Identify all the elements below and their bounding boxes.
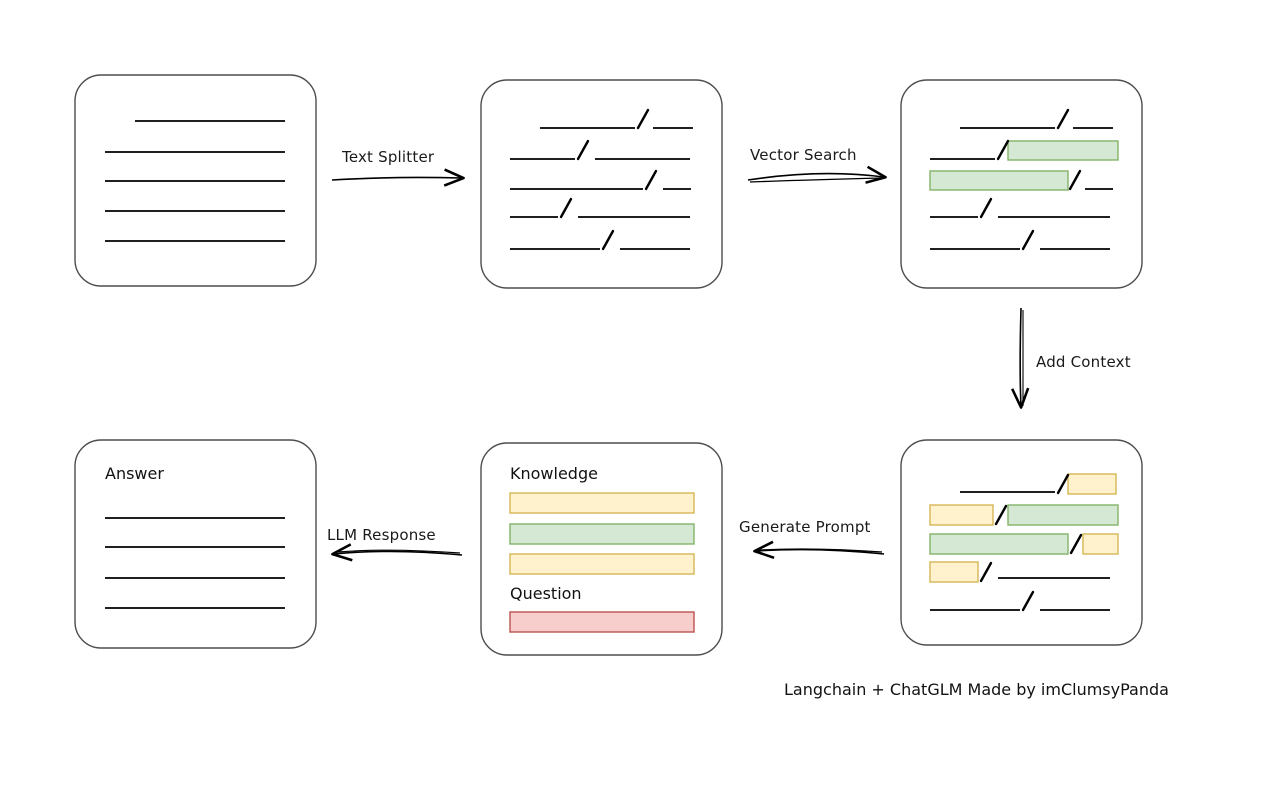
arrow-label-vector-search: Vector Search [750,146,857,164]
knowledge-bar-1 [509,492,695,514]
answer-box-label: Answer [105,464,164,483]
knowledge-bar-3 [509,553,695,575]
arrow-vector-search [747,165,887,184]
node-source-document[interactable] [74,74,317,287]
highlight-green [1007,140,1119,161]
node-vector-matched-chunks-highlights [929,140,1119,191]
node-generated-prompt[interactable] [480,442,723,656]
question-bar-1 [509,611,695,633]
prompt-knowledge-bars [509,492,695,575]
prompt-knowledge-label: Knowledge [510,464,598,483]
node-context-added-chunks-lines [930,491,1110,611]
node-answer-frame [74,439,317,649]
arrow-label-text-splitter: Text Splitter [342,148,435,166]
node-answer[interactable] [74,439,317,649]
highlight-green [929,533,1069,555]
node-split-chunks-slashes [559,108,658,251]
node-source-document-lines [105,120,285,242]
arrow-label-generate-prompt: Generate Prompt [739,518,871,536]
node-split-chunks-frame [480,79,723,289]
highlight-green [1007,504,1119,526]
highlight-yellow [1067,473,1117,495]
arrow-llm-response [331,543,463,562]
highlight-yellow [1082,533,1119,555]
arrow-label-llm-response: LLM Response [327,526,436,544]
highlight-yellow [929,561,979,583]
node-vector-matched-chunks[interactable] [900,79,1143,289]
node-split-chunks-lines [510,127,693,250]
node-answer-lines [105,517,285,609]
arrow-label-add-context: Add Context [1036,353,1131,371]
knowledge-bar-2 [509,523,695,545]
arrow-generate-prompt [753,540,885,559]
diagram-caption: Langchain + ChatGLM Made by imClumsyPand… [784,680,1169,699]
arrow-text-splitter [331,168,465,187]
node-vector-matched-chunks-slashes [979,108,1082,251]
node-vector-matched-chunks-lines [930,127,1113,250]
node-context-added-chunks[interactable] [900,439,1143,646]
prompt-question-label: Question [510,584,582,603]
arrow-add-context [1011,307,1030,409]
node-context-added-chunks-highlights [929,473,1119,583]
prompt-question-bars [509,611,695,633]
highlight-yellow [929,504,994,526]
highlight-green [929,170,1069,191]
node-split-chunks[interactable] [480,79,723,289]
node-context-added-chunks-slashes [979,473,1083,612]
